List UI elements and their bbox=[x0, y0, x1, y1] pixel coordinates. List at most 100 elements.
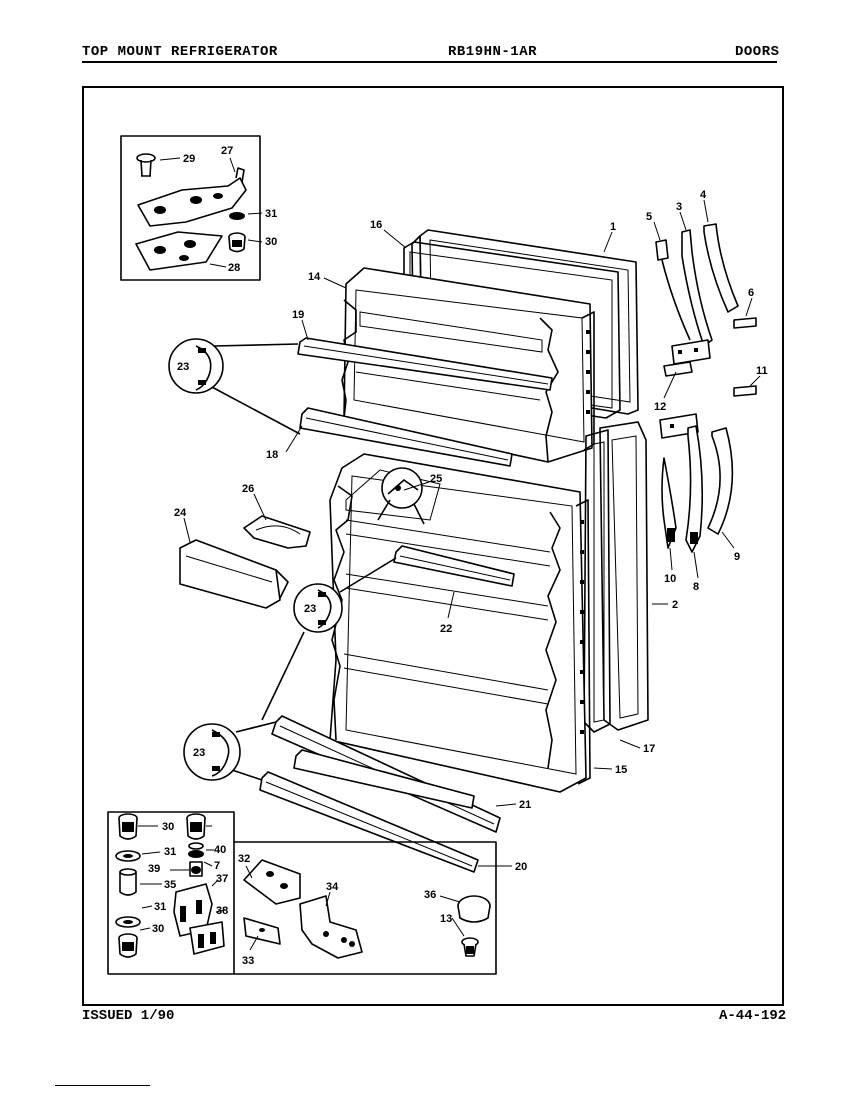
label-27: 27 bbox=[221, 145, 233, 157]
header-title: TOP MOUNT REFRIGERATOR bbox=[82, 44, 278, 60]
hinge-27 bbox=[137, 167, 247, 227]
label-13: 13 bbox=[440, 913, 452, 925]
label-29: 29 bbox=[183, 153, 195, 165]
label-33: 33 bbox=[242, 955, 254, 967]
label-5: 5 bbox=[646, 211, 652, 223]
label-31-mid: 31 bbox=[164, 846, 176, 858]
label-34: 34 bbox=[326, 881, 339, 893]
label-12: 12 bbox=[654, 401, 666, 413]
header-rule bbox=[82, 61, 777, 63]
screw-29 bbox=[136, 153, 156, 177]
label-35: 35 bbox=[164, 879, 176, 891]
fresh-food-outer-door-2 bbox=[599, 421, 649, 731]
label-8: 8 bbox=[693, 581, 699, 593]
bushing-30 bbox=[228, 232, 246, 253]
pin-35 bbox=[119, 868, 137, 896]
label-25-main: 25 bbox=[430, 473, 442, 485]
label-14: 14 bbox=[308, 271, 321, 283]
washer-40 bbox=[188, 842, 204, 850]
door-shelf-bar-20 bbox=[259, 771, 479, 873]
pin-39 bbox=[189, 861, 203, 877]
upper-hinge-inset-box bbox=[120, 135, 261, 281]
label-38: 38 bbox=[216, 905, 228, 917]
butter-compartment-24 bbox=[179, 539, 289, 609]
fresh-food-handle-8 bbox=[685, 425, 704, 553]
washer-31-upper bbox=[115, 850, 141, 862]
label-2: 2 bbox=[672, 599, 678, 611]
trim-piece-6 bbox=[733, 317, 757, 329]
label-36: 36 bbox=[424, 889, 436, 901]
hinge-bracket-34 bbox=[299, 895, 363, 959]
footer-issued: ISSUED 1/90 bbox=[82, 1008, 175, 1024]
door-shelf-bar-lower bbox=[293, 749, 475, 809]
label-23-bottom: 23 bbox=[193, 747, 205, 759]
butter-door-26 bbox=[243, 515, 311, 549]
label-31-top: 31 bbox=[265, 208, 277, 220]
lower-hinge-inset: 30 40 31 7 39 35 37 31 38 30 32 34 33 36… bbox=[107, 811, 497, 975]
label-30-top: 30 bbox=[265, 236, 277, 248]
plug-button-36 bbox=[457, 895, 491, 923]
label-18: 18 bbox=[266, 449, 278, 461]
trim-piece-11 bbox=[733, 385, 757, 397]
label-3: 3 bbox=[676, 201, 682, 213]
upper-hinge-inset: 29 27 31 30 28 bbox=[120, 135, 277, 281]
label-32: 32 bbox=[238, 853, 250, 865]
freezer-shelf-bar-19 bbox=[297, 337, 553, 391]
shim-28 bbox=[135, 231, 223, 271]
diagram-frame bbox=[82, 86, 784, 1006]
shim-33 bbox=[243, 917, 281, 945]
header-section: DOORS bbox=[735, 44, 780, 60]
label-9: 9 bbox=[734, 551, 740, 563]
label-16: 16 bbox=[370, 219, 382, 231]
label-11: 11 bbox=[756, 365, 768, 377]
detail-circle-23-top: 23 bbox=[168, 338, 301, 435]
washer-7 bbox=[188, 850, 204, 858]
label-23-middle: 23 bbox=[304, 603, 316, 615]
base-rule bbox=[55, 1085, 150, 1086]
washer-31 bbox=[229, 212, 245, 220]
hinge-plate-32 bbox=[243, 859, 301, 905]
label-21: 21 bbox=[519, 799, 531, 811]
label-10: 10 bbox=[664, 573, 676, 585]
label-1: 1 bbox=[610, 221, 616, 233]
label-31-low: 31 bbox=[154, 901, 166, 913]
bushing-30-right bbox=[186, 813, 206, 840]
freezer-handle-3 bbox=[681, 229, 713, 347]
footer-code: A-44-192 bbox=[719, 1008, 787, 1024]
leader-lines bbox=[183, 199, 761, 867]
label-17: 17 bbox=[643, 743, 655, 755]
hinge-pin-38 bbox=[189, 921, 225, 955]
label-7: 7 bbox=[214, 860, 220, 872]
label-4: 4 bbox=[700, 189, 707, 201]
label-20: 20 bbox=[515, 861, 527, 873]
label-37: 37 bbox=[216, 873, 228, 885]
liner-stud-row bbox=[580, 520, 584, 734]
bushing-30-left bbox=[118, 813, 138, 840]
freezer-shelf-bar-18 bbox=[299, 407, 513, 467]
label-30-low: 30 bbox=[152, 923, 164, 935]
label-15: 15 bbox=[615, 764, 627, 776]
label-23-top: 23 bbox=[177, 361, 189, 373]
handle-end-cap-5 bbox=[655, 239, 691, 341]
screw-13 bbox=[461, 937, 479, 957]
label-40: 40 bbox=[214, 844, 226, 856]
lower-hinge-inset-box bbox=[107, 811, 497, 975]
header-model-number: RB19HN-1AR bbox=[448, 44, 538, 60]
handle-trim-4 bbox=[703, 223, 739, 313]
label-26: 26 bbox=[242, 483, 254, 495]
label-19: 19 bbox=[292, 309, 304, 321]
handle-end-cap-10 bbox=[661, 457, 677, 549]
detail-circle-23-bottom: 23 bbox=[183, 721, 277, 781]
label-24: 24 bbox=[174, 507, 187, 519]
label-28: 28 bbox=[228, 262, 240, 274]
washer-31-lower bbox=[115, 916, 141, 928]
label-39: 39 bbox=[148, 863, 160, 875]
fresh-food-inner-liner-15 bbox=[329, 453, 591, 793]
detail-circle-23-middle: 23 bbox=[261, 557, 397, 721]
door-shelf-bar-22 bbox=[393, 545, 515, 587]
handle-bracket-12 bbox=[659, 339, 711, 439]
gasket-stud-row bbox=[586, 330, 590, 414]
handle-trim-9 bbox=[707, 427, 734, 535]
bushing-30-lower bbox=[118, 933, 138, 958]
